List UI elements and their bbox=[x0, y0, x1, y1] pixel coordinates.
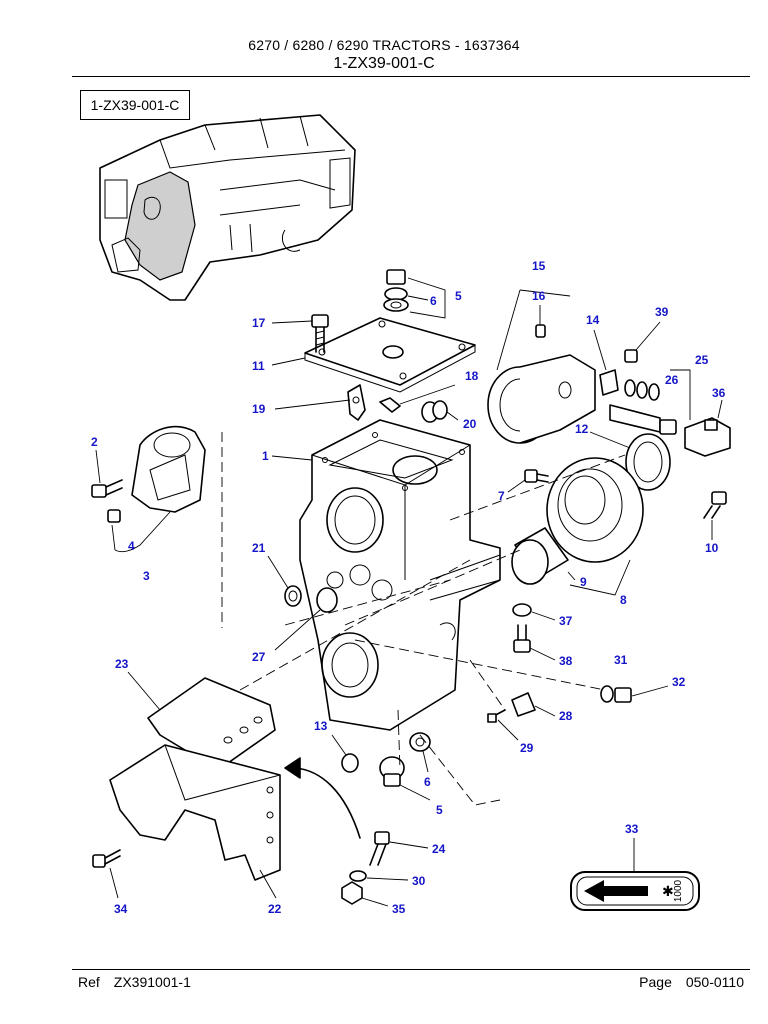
callout-4: 4 bbox=[128, 539, 135, 553]
assembly-lines bbox=[221, 432, 626, 806]
callout-19: 19 bbox=[252, 402, 266, 416]
part-27-plug bbox=[274, 587, 338, 651]
callout-labels: 1 2 3 4 5 6 7 8 9 10 11 12 13 14 15 16 1… bbox=[91, 259, 726, 916]
callout-30: 30 bbox=[412, 874, 426, 888]
callout-35: 35 bbox=[392, 902, 406, 916]
part-38-bolt bbox=[513, 624, 556, 661]
part-4-nut bbox=[107, 509, 121, 523]
part-25-valve bbox=[609, 369, 691, 435]
footer-page-value: 050-0110 bbox=[685, 974, 744, 990]
header-title: 6270 / 6280 / 6290 TRACTORS - 1637364 bbox=[248, 37, 520, 53]
footer-ref: Ref ZX391001-1 bbox=[78, 974, 191, 990]
callout-31: 31 bbox=[614, 653, 628, 667]
callout-36: 36 bbox=[712, 386, 726, 400]
part-23-guard-top bbox=[127, 671, 276, 771]
part-39-nut bbox=[624, 321, 661, 363]
part-28-plate bbox=[511, 692, 556, 717]
part-32-plug bbox=[614, 685, 669, 703]
header-figure-code: 1-ZX39-001-C bbox=[333, 55, 435, 72]
arrow-head-icon bbox=[284, 757, 301, 779]
footer-page: Page 050-0110 bbox=[639, 974, 744, 990]
part-9-sleeve bbox=[511, 527, 576, 585]
part-33-direction-decal: ✱ 1000 bbox=[570, 838, 700, 911]
callout-29: 29 bbox=[520, 741, 534, 755]
part-12-seal bbox=[589, 431, 671, 491]
callout-16: 16 bbox=[532, 289, 546, 303]
callout-13: 13 bbox=[314, 719, 328, 733]
footer-ref-label: Ref bbox=[78, 974, 100, 990]
callout-11: 11 bbox=[252, 359, 265, 373]
part-21-ring bbox=[267, 555, 302, 607]
callout-10: 10 bbox=[705, 541, 719, 555]
part-20-fitting bbox=[421, 400, 459, 423]
callout-26: 26 bbox=[665, 373, 679, 387]
part-10-bolt bbox=[703, 491, 727, 540]
callout-3: 3 bbox=[143, 569, 150, 583]
callout-25: 25 bbox=[695, 353, 709, 367]
callout-1: 1 bbox=[262, 449, 269, 463]
part-3-side-cover bbox=[111, 425, 206, 553]
part-2-bolt bbox=[91, 449, 123, 498]
callout-12: 12 bbox=[575, 422, 589, 436]
part-34-bolt bbox=[92, 849, 121, 899]
part-11-cover-plate bbox=[271, 317, 476, 393]
callout-8: 8 bbox=[620, 593, 627, 607]
part-22-guard-lower bbox=[109, 744, 281, 899]
callout-7: 7 bbox=[498, 489, 505, 503]
callout-27: 27 bbox=[252, 650, 266, 664]
figure-reference-box: 1-ZX39-001-C bbox=[80, 90, 190, 120]
part-1-main-housing bbox=[271, 419, 501, 731]
part-31-washer bbox=[600, 685, 614, 703]
callout-15: 15 bbox=[532, 259, 546, 273]
callout-34: 34 bbox=[114, 902, 128, 916]
callout-32: 32 bbox=[672, 675, 686, 689]
part-6-washer-lower bbox=[409, 732, 431, 773]
callout-14: 14 bbox=[586, 313, 600, 327]
callout-38: 38 bbox=[559, 654, 573, 668]
callout-28: 28 bbox=[559, 709, 573, 723]
callout-5: 5 bbox=[455, 289, 462, 303]
callout-20: 20 bbox=[463, 417, 477, 431]
callout-23: 23 bbox=[115, 657, 129, 671]
part-29-screw bbox=[487, 709, 519, 741]
callout-37: 37 bbox=[559, 614, 573, 628]
part-24-bolt bbox=[369, 831, 429, 866]
callout-21: 21 bbox=[252, 541, 266, 555]
part-14-stud bbox=[593, 329, 619, 396]
part-13-plug bbox=[331, 734, 359, 773]
callout-33: 33 bbox=[625, 822, 639, 836]
callout-39: 39 bbox=[655, 305, 669, 319]
part-5-plug-lower bbox=[379, 756, 431, 801]
callout-6: 6 bbox=[430, 294, 437, 308]
part-15-housing bbox=[487, 289, 596, 444]
part-37-washer bbox=[512, 603, 556, 621]
assembly-arrow bbox=[294, 767, 361, 839]
footer-page-label: Page bbox=[639, 974, 672, 990]
decal-text: 1000 bbox=[673, 879, 684, 902]
part-30-washer bbox=[349, 870, 409, 882]
callout-24: 24 bbox=[432, 842, 446, 856]
callout-18: 18 bbox=[465, 369, 479, 383]
callout-5-lower: 5 bbox=[436, 803, 443, 817]
part-36-solenoid bbox=[684, 399, 731, 457]
part-8-bearing-housing bbox=[546, 457, 644, 596]
decal-star-icon: ✱ bbox=[662, 883, 674, 899]
part-7-bolt bbox=[507, 469, 549, 493]
callout-9: 9 bbox=[580, 575, 587, 589]
part-19-bracket bbox=[274, 384, 456, 421]
callout-17: 17 bbox=[252, 316, 266, 330]
locator-tractor-frame bbox=[99, 114, 356, 301]
footer-ref-value: ZX391001-1 bbox=[113, 974, 191, 990]
direction-arrow-icon bbox=[584, 880, 648, 902]
part-5-plug bbox=[383, 269, 446, 319]
callout-22: 22 bbox=[268, 902, 282, 916]
callout-2: 2 bbox=[91, 435, 98, 449]
part-35-nut bbox=[341, 881, 389, 907]
footer-divider bbox=[72, 969, 750, 970]
header-divider bbox=[72, 76, 750, 77]
callout-6-lower: 6 bbox=[424, 775, 431, 789]
part-17-bolt bbox=[271, 314, 329, 353]
